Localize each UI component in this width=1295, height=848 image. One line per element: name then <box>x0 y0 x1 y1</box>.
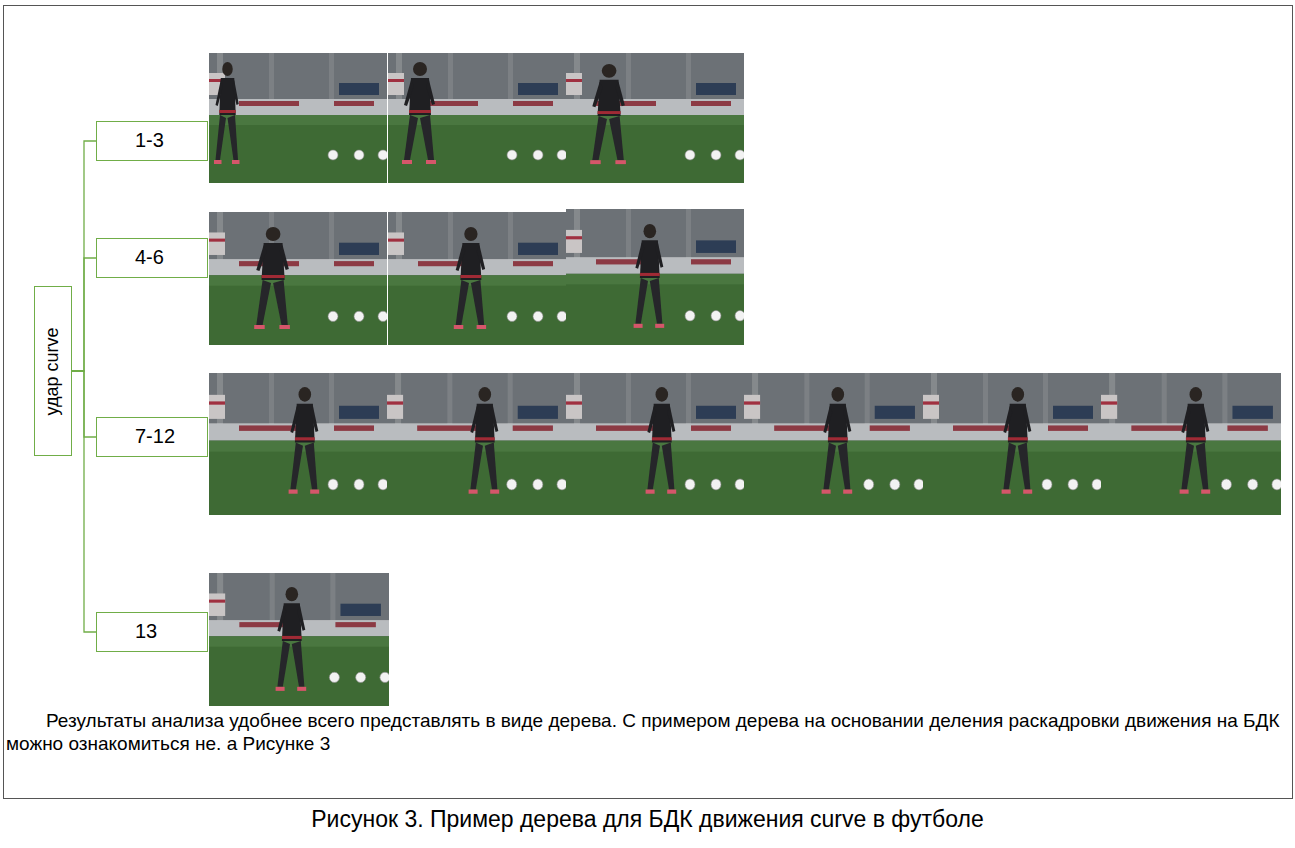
branch-box: 4-6 <box>96 238 208 278</box>
node-label: 4-6 <box>135 239 164 276</box>
node-label: 7-12 <box>135 418 175 455</box>
photo-row-2 <box>209 209 745 345</box>
branch-box: 7-12 <box>96 417 208 457</box>
photo-row-4 <box>209 573 390 706</box>
branch-box: 1-3 <box>96 121 208 161</box>
tree-connector <box>72 141 96 371</box>
photo-row-1 <box>209 53 745 183</box>
node-label: удар curve <box>42 327 63 415</box>
node-label: 13 <box>135 613 157 650</box>
branch-box: 13 <box>96 612 208 652</box>
tree-connector <box>72 371 96 632</box>
photo-row-3 <box>209 373 1282 515</box>
tree-connector <box>72 258 96 371</box>
page-frame <box>3 5 1293 799</box>
body-paragraph: Результаты анализа удобнее всего предста… <box>6 709 1290 755</box>
node-label: 1-3 <box>135 122 164 159</box>
figure-caption: Рисунок 3. Пример дерева для БДК движени… <box>0 806 1295 833</box>
root-box: удар curve <box>34 286 72 456</box>
